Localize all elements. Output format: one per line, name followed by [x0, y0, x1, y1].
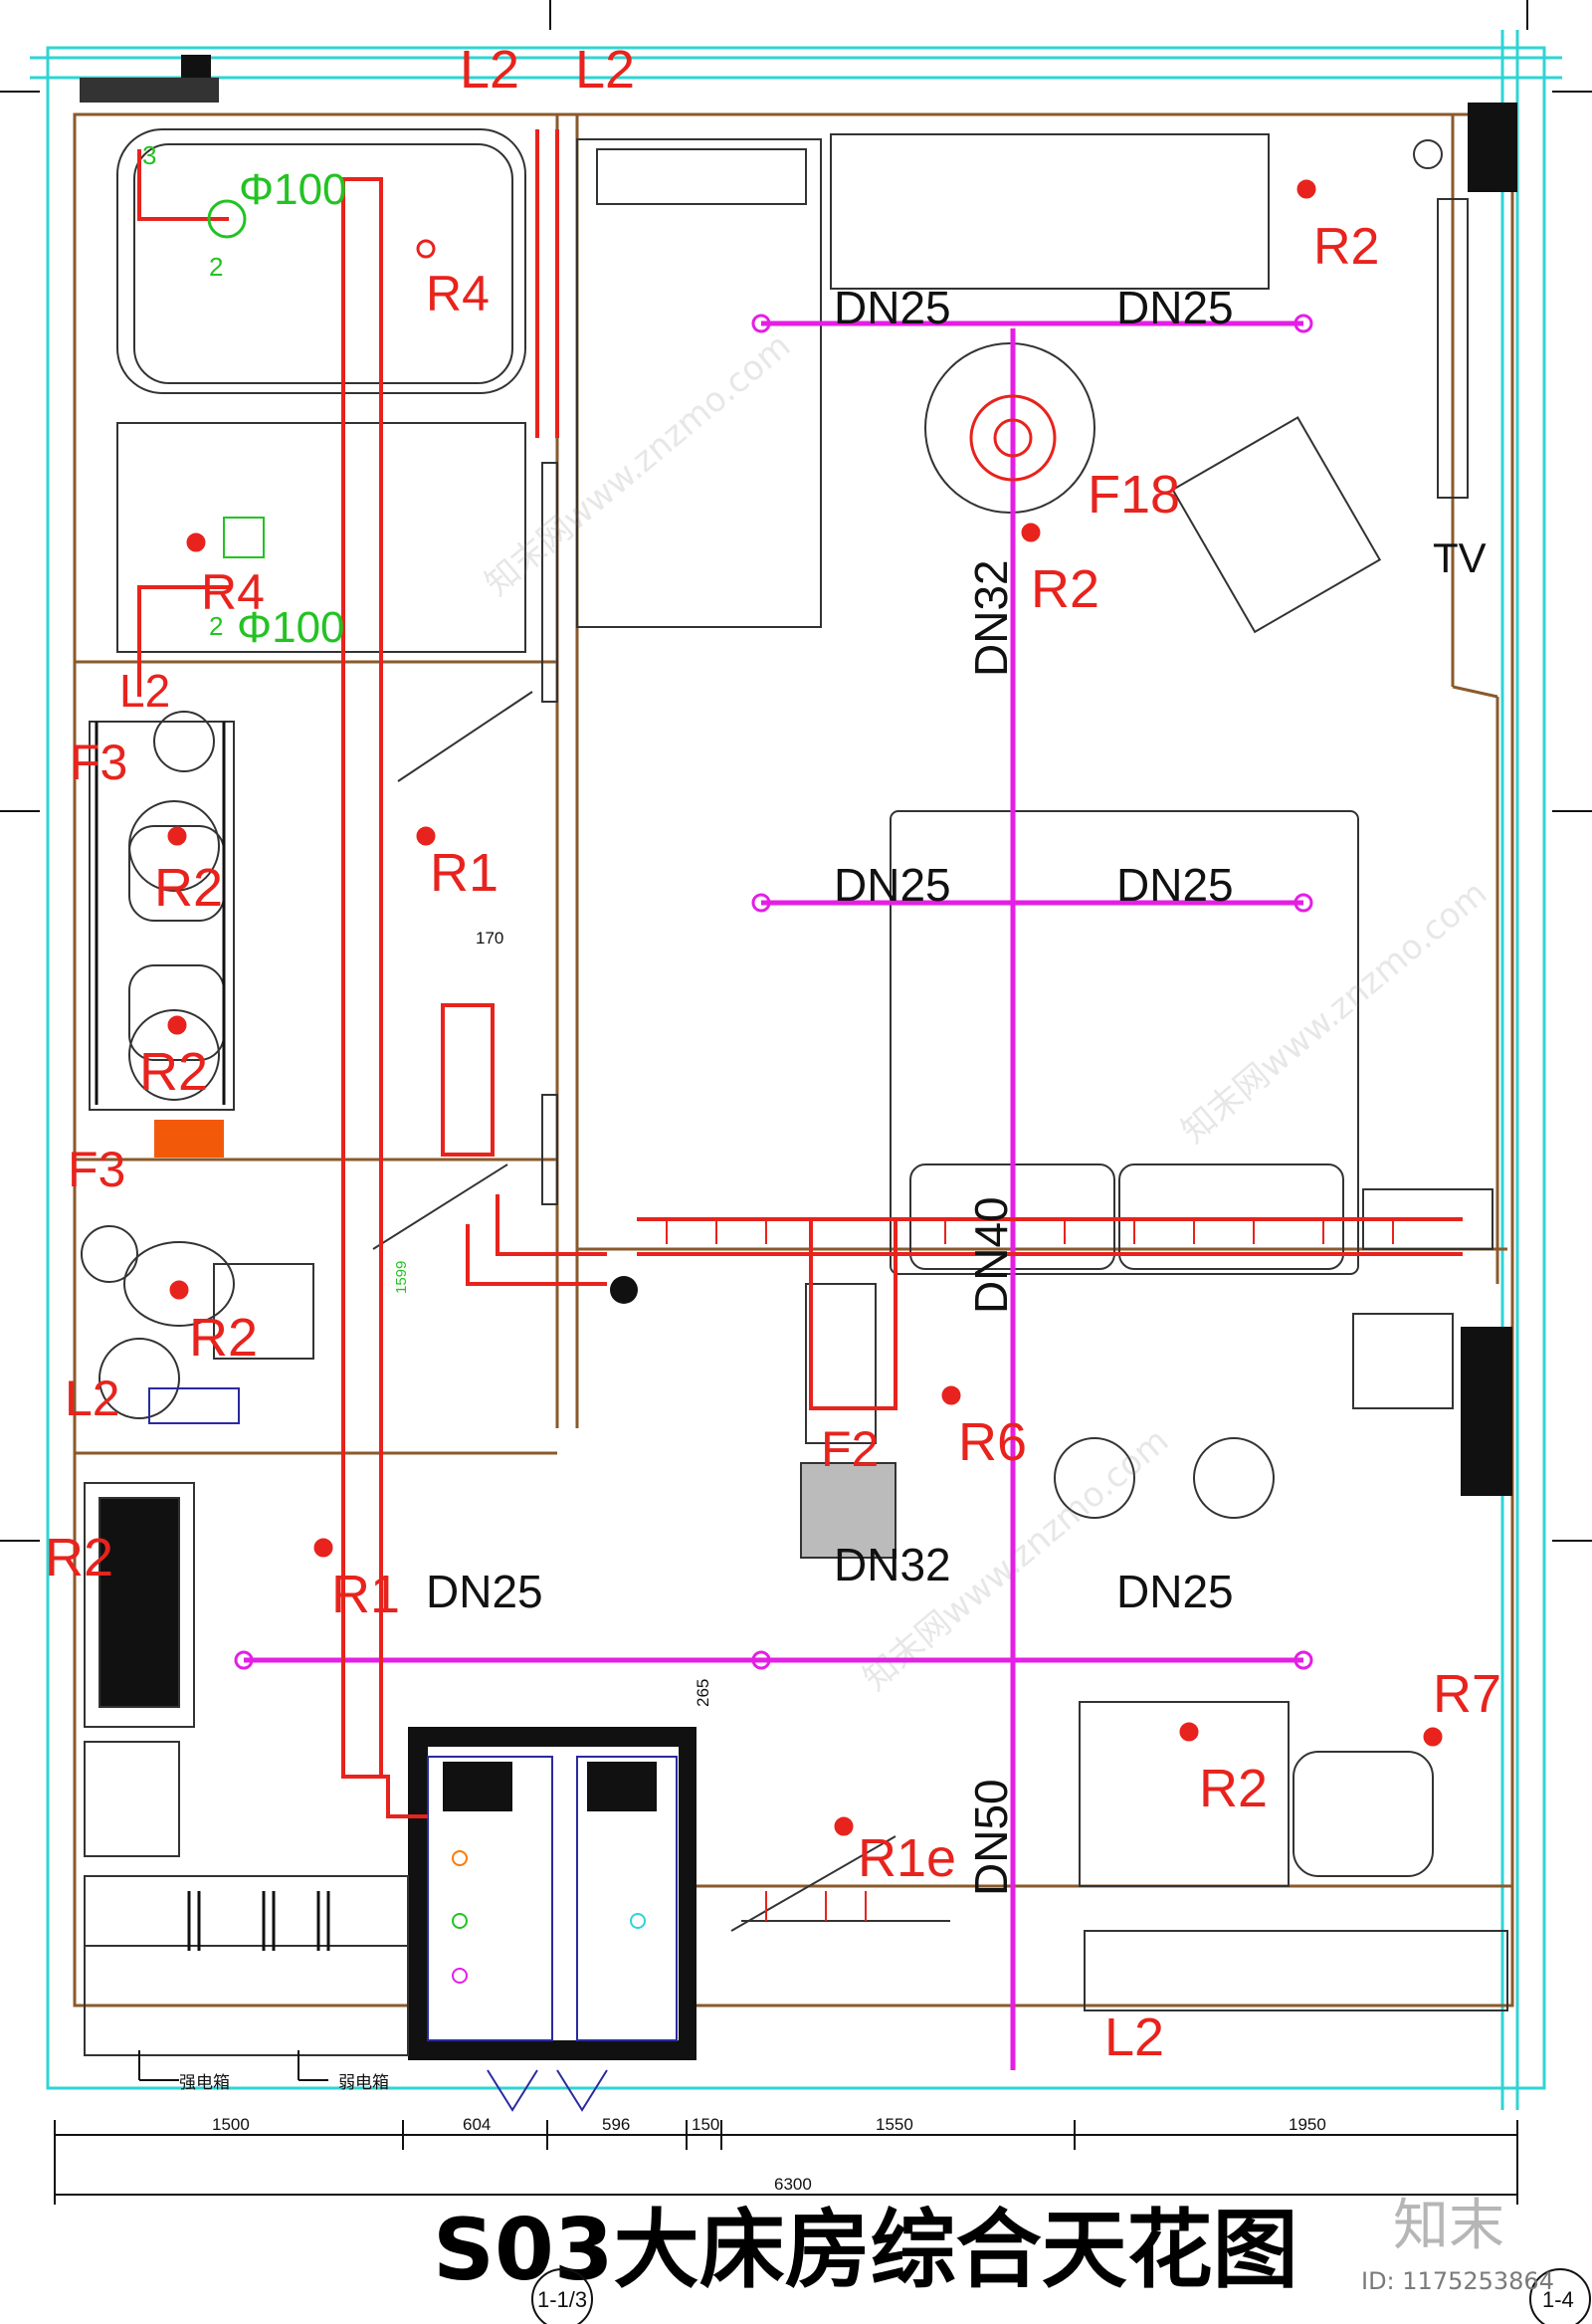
border-ticks — [0, 0, 1592, 1542]
fan-number-label: 2 — [209, 611, 223, 641]
dimension-labels: 1500 604 596 150 1550 1950 6300 170 265 … — [212, 929, 1326, 2194]
device-label-r2: R2 — [1199, 1759, 1268, 1818]
pipe-label-dn50: DN50 — [965, 1779, 1017, 1896]
f18-fan-inner — [993, 418, 1033, 458]
device-label-l2: L2 — [1104, 2007, 1164, 2067]
pipe-label-dn25: DN25 — [834, 859, 951, 911]
entry-door — [487, 2069, 608, 2112]
device-label-f3: F3 — [68, 1142, 125, 1197]
dim-label: 1500 — [212, 2115, 250, 2134]
device-label-r7: R7 — [1433, 1664, 1501, 1724]
dim-label: 6300 — [774, 2175, 812, 2194]
pipe-labels: DN25 DN25 DN25 DN25 DN25 DN25 DN32 DN32 … — [426, 282, 1234, 1896]
black-pump — [610, 1276, 638, 1304]
device-label-l2: L2 — [65, 1371, 120, 1426]
pipe-ends — [234, 314, 1313, 1670]
device-label-r2: R2 — [139, 1042, 208, 1102]
panel-dot-green — [452, 1913, 468, 1929]
pipe-label-dn25: DN25 — [426, 1566, 543, 1617]
device-label-r1: R1 — [331, 1565, 400, 1624]
dim-label: 1550 — [876, 2115, 913, 2134]
plan-title: S03大床房综合天花图 — [433, 2201, 1298, 2300]
fan-number-label: 3 — [142, 140, 156, 170]
device-label-f2: F2 — [821, 1421, 879, 1477]
device-label-r1: R1 — [430, 843, 498, 903]
magenta-pipes — [244, 320, 1303, 2070]
device-label-l2: L2 — [119, 665, 170, 717]
device-label-r6: R6 — [958, 1412, 1027, 1472]
panel-dot-magenta — [452, 1968, 468, 1984]
strong-panel-label: 强电箱 — [179, 2073, 230, 2092]
ceiling-devices — [167, 139, 1443, 1836]
device-label-tv: TV — [1433, 534, 1487, 581]
dimension-lines — [54, 2050, 1518, 2205]
pipe-label-dn32: DN32 — [965, 559, 1017, 677]
toilet — [81, 1225, 314, 1424]
dim-label: 604 — [463, 2115, 491, 2134]
pipe-label-dn25: DN25 — [1116, 1566, 1234, 1617]
pipe-label-dn25: DN25 — [1116, 282, 1234, 333]
device-label-r2: R2 — [189, 1308, 258, 1368]
supply-arrows — [666, 1218, 1405, 1921]
diameter-label: Φ100 — [237, 603, 345, 652]
weak-panel-label: 弱电箱 — [338, 2073, 389, 2092]
thermostat — [1413, 139, 1443, 169]
wardrobe — [84, 1482, 409, 2056]
dim-label: 170 — [476, 929, 503, 948]
outer-outline — [30, 30, 1562, 2110]
dim-label: 1950 — [1289, 2115, 1326, 2134]
device-label-r2: R2 — [154, 858, 223, 918]
dim-label: 150 — [692, 2115, 719, 2134]
hangers — [187, 1891, 330, 1951]
fan-number-label: 2 — [209, 252, 223, 282]
device-label-r4: R4 — [201, 564, 265, 620]
device-label-f18: F18 — [1088, 465, 1180, 525]
vanity-strip — [95, 722, 226, 1105]
device-label-f3: F3 — [70, 735, 127, 790]
axis-tag-right: 1-4 — [1542, 2287, 1574, 2312]
device-label-r1e: R1e — [858, 1828, 956, 1888]
watermark-url: 知末网www.znzmo.com — [1174, 873, 1494, 1151]
dim-label: 265 — [694, 1679, 712, 1707]
pipe-label-dn32: DN32 — [834, 1539, 951, 1590]
device-labels: L2 L2 R4 R4 R2 F18 R2 L2 F3 R1 R2 R2 F3 … — [45, 40, 1501, 2067]
watermark-brand: 知末 — [1393, 2194, 1504, 2258]
watermark-id: ID: 1175253864 — [1361, 2267, 1554, 2295]
green-labels: Φ100 Φ100 2 2 3 — [142, 140, 347, 652]
device-label-l2: L2 — [575, 40, 635, 100]
axis-tags: 1-1/3 1-4 — [531, 2268, 1591, 2324]
device-label-r2: R2 — [1031, 559, 1099, 619]
f18-fan-outer — [969, 394, 1057, 482]
axis-tag-left: 1-1/3 — [537, 2287, 587, 2312]
panel-dot-cyan — [630, 1913, 646, 1929]
pipe-label-dn25: DN25 — [1116, 859, 1234, 911]
furniture — [576, 133, 1508, 2011]
pipe-label-dn40: DN40 — [965, 1196, 1017, 1314]
device-label-r4: R4 — [426, 266, 490, 321]
bathtub — [116, 128, 526, 653]
orange-block — [154, 1120, 224, 1158]
device-label-r2: R2 — [45, 1528, 113, 1587]
panel-dot-orange — [452, 1850, 468, 1866]
green-fan-a — [207, 199, 247, 239]
diameter-label: Φ100 — [239, 165, 347, 214]
cabinets — [427, 1756, 678, 2041]
dim-label: 1599 — [393, 1261, 410, 1294]
device-label-r2: R2 — [1313, 218, 1379, 276]
doors — [372, 462, 950, 1932]
green-fan-b — [223, 517, 265, 558]
pipe-label-dn25: DN25 — [834, 282, 951, 333]
dim-label: 596 — [602, 2115, 630, 2134]
lamp-marks — [167, 179, 1443, 1836]
device-label-l2: L2 — [460, 40, 519, 100]
panel-labels: 强电箱 弱电箱 — [179, 2073, 389, 2092]
